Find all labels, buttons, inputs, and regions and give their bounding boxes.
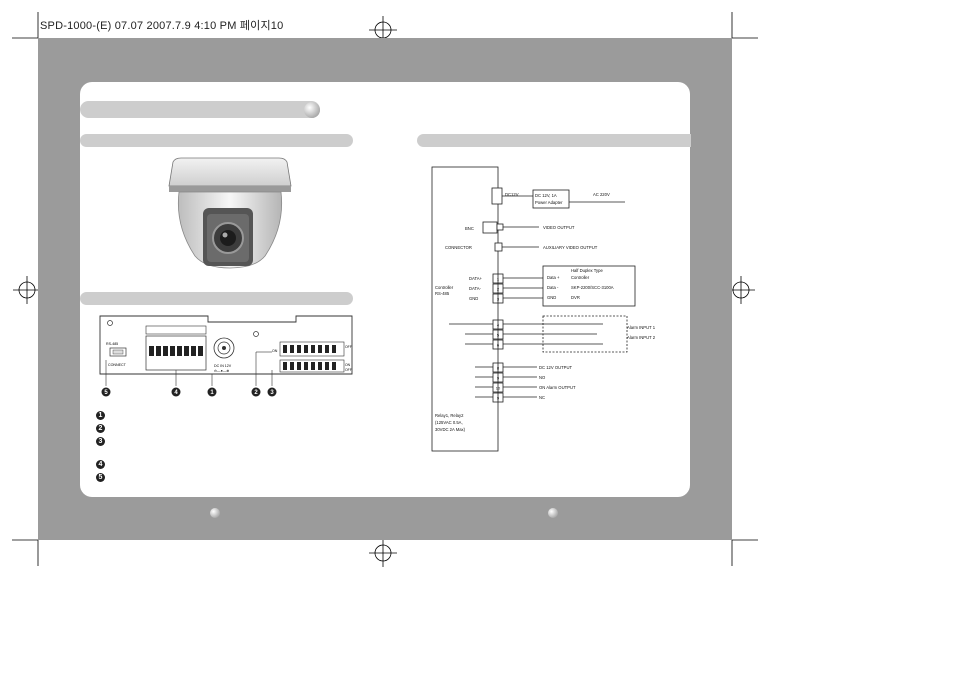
legend-item: 3 [96,435,105,447]
callout-3: 3 [270,390,274,396]
gnd-label: GND [469,296,478,301]
controller-label-1: Controller [435,285,454,290]
alarm-input-2-label: Alarm INPUT 2 [627,335,656,340]
legend-number: 2 [96,423,105,433]
controller-model-label: SKP-2200/SCC-3100A [571,285,614,290]
legend-item: 1 [96,409,105,421]
numbered-legend: 1 2 3 4 5 [96,409,105,484]
wiring-section-bar [417,134,691,147]
pin-label: 2 [497,287,500,292]
pin-label: 9 [497,396,500,401]
relay-label-2: (125VAC 0.5A, [435,420,463,425]
legend-item: 2 [96,422,105,434]
page-bullet-right-icon [548,508,558,518]
pin-label: 1 [497,277,500,282]
controller-label-2: RS-485 [435,291,450,296]
print-header: SPD-1000-(E) 07.07 2007.7.9 4:10 PM 페이지1… [40,20,284,32]
pin-label: 6 [497,343,500,348]
legend-item: 4 [96,458,105,470]
title-bullet-icon [304,102,320,118]
half-duplex-label-1: Half Duplex Type [571,268,603,273]
relay-label-3: 30VDC 2A Max) [435,427,466,432]
on-alarm-output-label: ON Alarm OUTPUT [539,385,576,390]
pin-label: 9 [497,376,500,381]
rs485-label: RS-485 [106,342,118,346]
pin-label: 10 [496,386,501,391]
camera-section-bar [80,134,353,147]
ac-label: AC 220V [593,192,610,197]
wiring-diagram: DC12V DC 12V, 1A Power Adapter AC 220V B… [431,166,656,452]
pin-label: 8 [497,366,500,371]
switch1-off-label: OFF [345,345,352,349]
switch2-off-label: OFF [345,368,352,372]
back-panel-section-bar [80,292,353,305]
connect-label: CONNECT [108,363,127,367]
callout-1: 1 [210,390,214,396]
adapter-label-1: DC 12V, 1A [535,193,557,198]
dome-camera-illustration [168,157,292,269]
callout-4: 4 [174,390,178,396]
callout-2: 2 [254,390,258,396]
dc-polarity-label: ⊖—●—⊕ [214,369,229,373]
data-plus-right-label: Data + [547,275,560,280]
gnd-right-label: GND [547,295,556,300]
legend-number: 1 [96,410,105,420]
aux-video-output-label: AUXILIARY VIDEO OUTPUT [543,245,598,250]
adapter-label-2: Power Adapter [535,200,563,205]
no-label: NO [539,375,546,380]
data-plus-label: DATA+ [469,276,483,281]
relay-label-1: Relay1, Relay2 [435,413,464,418]
bnc-label: BNC [465,226,474,231]
switch1-on-label: ON [272,349,278,353]
nc-label: NC [539,395,545,400]
pin-label: 3 [497,297,500,302]
data-minus-right-label: Data - [547,285,559,290]
pin-label: 5 [497,333,500,338]
half-duplex-label-2: Controller [571,275,590,280]
dc-in-label: DC IN 12V [214,364,232,368]
dc12v-output-label: DC 12V OUTPUT [539,365,572,370]
pin-label: 4 [497,323,500,328]
back-panel-illustration: RS-485 CONNECT DC IN 12V ⊖—●—⊕ ON OFF ON… [99,315,353,397]
switch2-on-label: ON [345,363,351,367]
legend-item: 5 [96,471,105,483]
connector-label: CONNECTOR [445,245,472,250]
video-output-label: VIDEO OUTPUT [543,225,575,230]
callout-5: 5 [104,390,108,396]
page-bullet-left-icon [210,508,220,518]
section-title-bar [80,101,320,118]
dvr-label: DVR [571,295,580,300]
data-minus-label: DATA- [469,286,482,291]
legend-number: 4 [96,459,105,469]
alarm-input-1-label: Alarm INPUT 1 [627,325,656,330]
legend-number: 3 [96,436,105,446]
legend-number: 5 [96,472,105,482]
dc12v-label: DC12V [505,192,519,197]
